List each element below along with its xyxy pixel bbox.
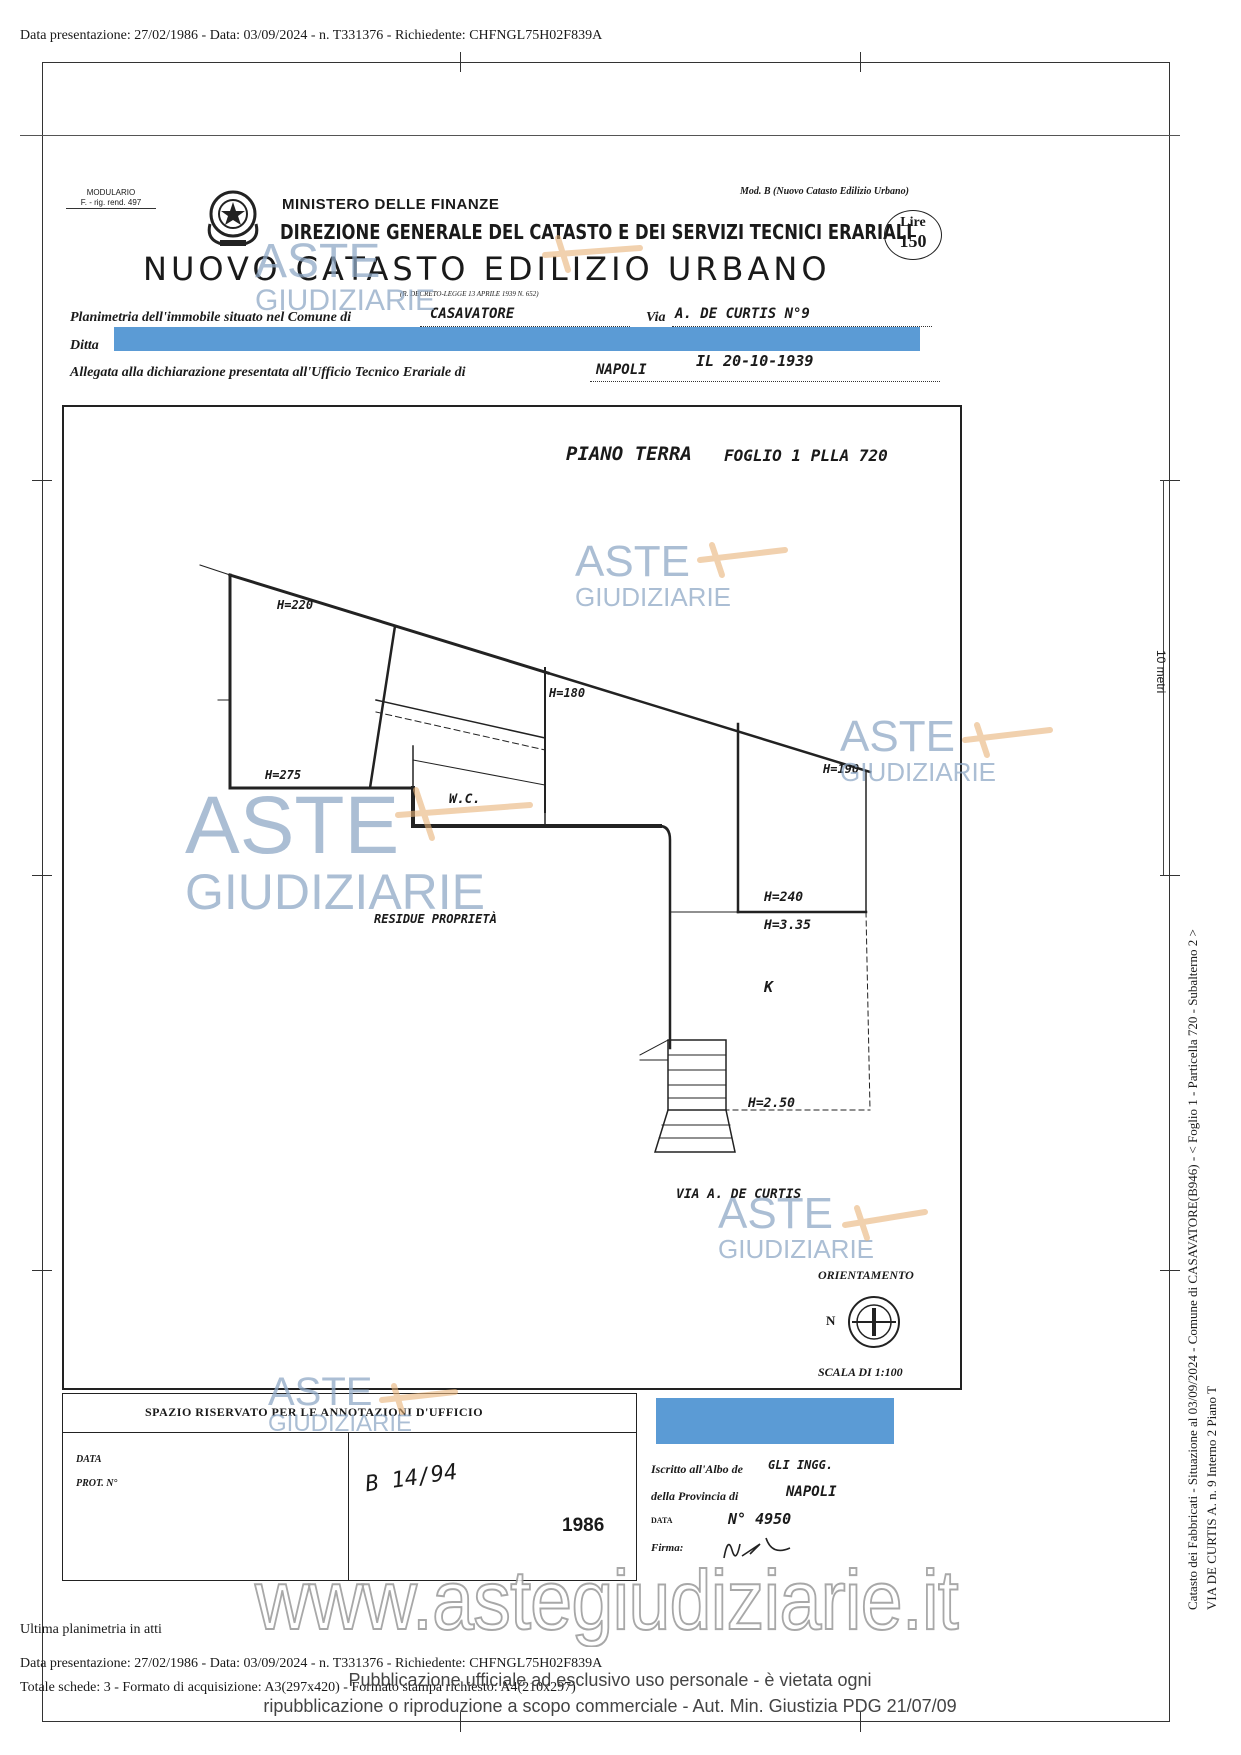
iscritto-label: Iscritto all'Albo de <box>651 1462 744 1476</box>
scale-bar <box>1163 480 1164 875</box>
frame-tick <box>860 1712 861 1732</box>
room-label: H=2.50 <box>748 1096 795 1111</box>
room-label: H=275 <box>265 768 302 782</box>
room-label: H=220 <box>277 598 314 612</box>
dotted-rule <box>672 326 932 327</box>
frame-tick <box>860 52 861 72</box>
firma-label: Firma: <box>651 1542 684 1554</box>
scale-label: SCALA DI 1:100 <box>818 1365 903 1379</box>
floor-label: PIANO TERRA <box>566 443 692 465</box>
plan-frame <box>62 405 962 1390</box>
watermark-logo: ASTE GIUDIZIARIE <box>718 1189 875 1264</box>
frame-tick <box>1160 480 1180 481</box>
room-label: H=190 <box>823 762 860 776</box>
watermark-aste: ASTE <box>255 235 381 288</box>
redaction-bar <box>656 1398 894 1444</box>
watermark-giudiziarie: GIUDIZIARIE <box>185 864 486 920</box>
disclaimer-line-2: ripubblicazione o riproduzione a scopo c… <box>263 1696 957 1716</box>
sheet-frame <box>42 62 1170 1722</box>
annotations-data-label: DATA <box>76 1454 102 1465</box>
watermark-aste: ASTE <box>575 537 690 586</box>
annotations-col-divider <box>348 1432 349 1581</box>
provincia-value: NAPOLI <box>786 1484 837 1500</box>
annotations-box <box>62 1393 637 1581</box>
ultima-label: Ultima planimetria in atti <box>20 1622 162 1637</box>
via-label: Via <box>646 310 666 325</box>
mod-label: Mod. B (Nuovo Catasto Edilizio Urbano) <box>740 186 909 197</box>
dotted-rule <box>590 381 940 382</box>
header-line: Data presentazione: 27/02/1986 - Data: 0… <box>20 28 603 43</box>
planimetria-label: Planimetria dell'immobile situato nel Co… <box>70 310 352 325</box>
watermark-logo: ASTE GIUDIZIARIE <box>268 1372 412 1436</box>
provincia-label: della Provincia di <box>651 1489 739 1503</box>
stamp-badge: Lire 150 <box>884 210 942 260</box>
dotted-rule <box>420 326 630 327</box>
signature-data-label: DATA <box>651 1516 673 1525</box>
north-label: N <box>826 1313 836 1328</box>
date-value: IL 20-10-1939 <box>696 352 814 370</box>
annotations-year: 1986 <box>562 1515 605 1536</box>
room-label: H=180 <box>549 686 586 700</box>
modulario-label: MODULARIO <box>86 188 136 197</box>
frame-tick <box>1160 1270 1180 1271</box>
stamp-value: 150 <box>899 231 927 251</box>
republic-emblem-icon <box>207 190 259 246</box>
orientation-label: ORIENTAMENTO <box>818 1268 914 1282</box>
direction-title: DIREZIONE GENERALE DEL CATASTO E DEI SER… <box>280 220 913 244</box>
ministry-title: MINISTERO DELLE FINANZE <box>282 196 500 213</box>
watermark-aste: ASTE <box>185 780 400 871</box>
watermark-aste: ASTE <box>840 712 955 761</box>
room-label: K <box>764 978 774 996</box>
frame-tick <box>1160 875 1180 876</box>
frame-tick <box>32 480 52 481</box>
site-watermark: www.astegiudiziarie.it <box>254 1552 960 1648</box>
watermark-giudiziarie: GIUDIZIARIE <box>840 757 997 787</box>
room-label: H=240 <box>764 890 804 905</box>
foglio-label: FOGLIO 1 PLLA 720 <box>724 446 888 465</box>
watermark-logo: ASTE GIUDIZIARIE <box>840 712 997 787</box>
compass-icon <box>848 1296 900 1348</box>
comune-value: CASAVATORE <box>430 306 515 322</box>
watermark-giudiziarie: GIUDIZIARIE <box>718 1234 875 1264</box>
fold-line <box>20 135 1180 136</box>
ufficio-value: NAPOLI <box>596 362 647 378</box>
ditta-label: Ditta <box>70 338 99 353</box>
iscritto-value: GLI INGG. <box>768 1458 834 1472</box>
allegata-label: Allegata alla dichiarazione presentata a… <box>70 365 466 380</box>
modulario-code: F. - rig. rend. 497 <box>66 198 156 209</box>
frame-tick <box>460 1712 461 1732</box>
numero-value: N° 4950 <box>728 1510 792 1528</box>
watermark-giudiziarie: GIUDIZIARIE <box>255 284 436 317</box>
watermark-logo: ASTE GIUDIZIARIE <box>575 537 732 612</box>
decree-line: (R. DECRETO-LEGGE 13 APRILE 1939 N. 652) <box>400 290 539 298</box>
frame-tick <box>32 1270 52 1271</box>
watermark-logo: ASTE GIUDIZIARIE <box>185 780 486 920</box>
residual-label: RESIDUE PROPRIETÀ <box>374 912 497 926</box>
watermark-aste: ASTE <box>718 1189 833 1238</box>
modulario-block: MODULARIO F. - rig. rend. 497 <box>66 188 156 209</box>
via-value: A. DE CURTIS N°9 <box>675 306 810 322</box>
redaction-bar <box>114 327 920 351</box>
street-label: VIA A. DE CURTIS <box>676 1187 802 1202</box>
watermark-giudiziarie: GIUDIZIARIE <box>268 1410 413 1437</box>
disclaimer-line-1: Pubblicazione ufficiale ad esclusivo uso… <box>348 1670 872 1690</box>
frame-tick <box>32 875 52 876</box>
annotations-divider <box>62 1432 637 1433</box>
signature-scribble-icon <box>723 1537 791 1559</box>
footer-line-1: Data presentazione: 27/02/1986 - Data: 0… <box>20 1656 603 1671</box>
stamp-lire: Lire <box>900 215 926 230</box>
room-label: H=3.35 <box>764 918 811 933</box>
footer-line-2: Totale schede: 3 - Formato di acquisizio… <box>20 1680 576 1695</box>
annotations-prot-label: PROT. N° <box>76 1478 118 1489</box>
watermark-aste: ASTE <box>268 1370 373 1414</box>
frame-tick <box>460 52 461 72</box>
catasto-title: NUOVO CATASTO EDILIZIO URBANO <box>143 250 831 288</box>
room-label: W.C. <box>449 792 481 807</box>
watermark-logo: ASTE GIUDIZIARIE <box>255 238 435 316</box>
watermark-giudiziarie: GIUDIZIARIE <box>575 582 732 612</box>
